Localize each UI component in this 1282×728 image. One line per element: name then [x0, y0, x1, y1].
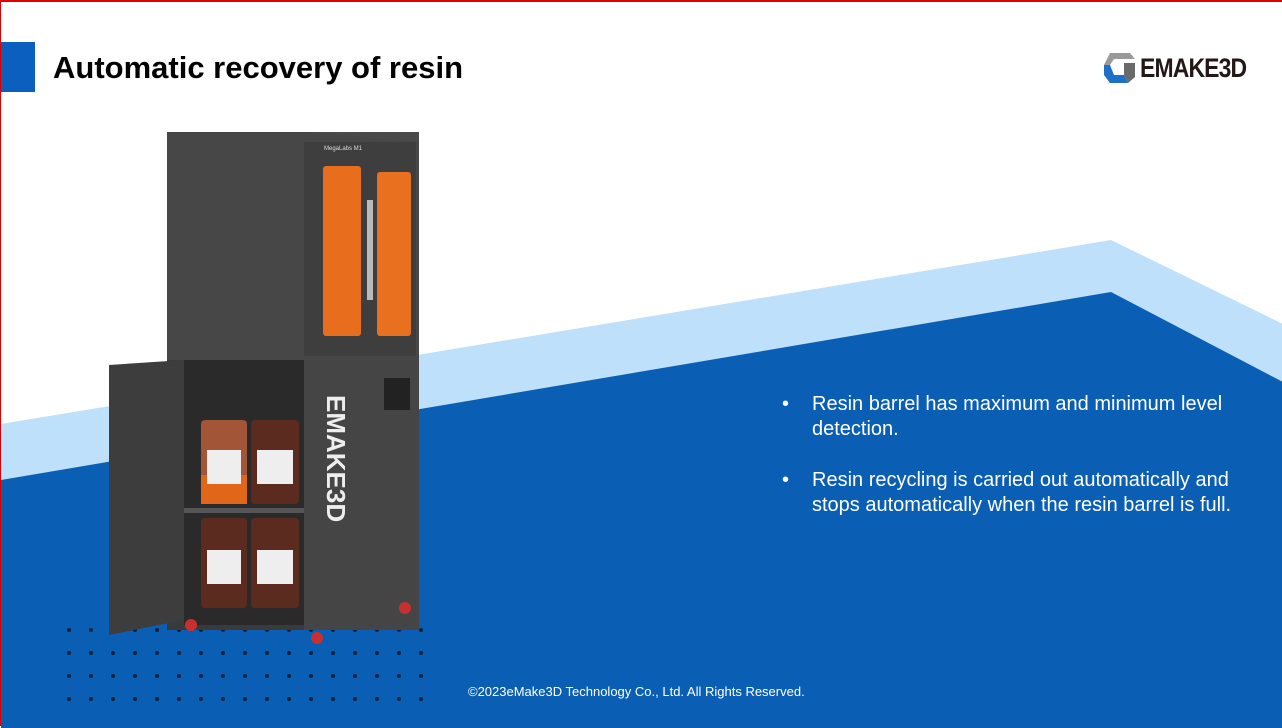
dot: [353, 697, 357, 701]
dot: [309, 697, 313, 701]
dot: [155, 651, 159, 655]
dot: [177, 674, 181, 678]
dot: [331, 674, 335, 678]
bullet-list: •Resin barrel has maximum and minimum le…: [782, 392, 1252, 544]
dot: [397, 674, 401, 678]
dot: [265, 651, 269, 655]
dot: [111, 674, 115, 678]
printer-illustration: MegaLabs M1 EMAKE3D: [109, 132, 419, 644]
dot: [67, 651, 71, 655]
bullet-item: •Resin recycling is carried out automati…: [782, 469, 1232, 516]
dot: [375, 651, 379, 655]
dot: [287, 674, 291, 678]
title-accent-bar: [1, 42, 35, 92]
dot: [177, 651, 181, 655]
dot: [419, 697, 423, 701]
dot: [375, 674, 379, 678]
dot: [89, 674, 93, 678]
copyright-footer: ©2023eMake3D Technology Co., Ltd. All Ri…: [468, 684, 805, 699]
dot: [177, 697, 181, 701]
dot: [243, 651, 247, 655]
dot: [309, 674, 313, 678]
page-title: Automatic recovery of resin: [53, 50, 464, 85]
dot: [221, 697, 225, 701]
emake3d-logo: EMAKE3D: [1102, 51, 1265, 85]
dot: [287, 697, 291, 701]
dot: [243, 674, 247, 678]
dot: [265, 697, 269, 701]
model-label: MegaLabs M1: [324, 146, 363, 152]
dot: [155, 674, 159, 678]
logo-icon: [1104, 53, 1135, 83]
dot: [111, 697, 115, 701]
dot: [155, 628, 159, 632]
dot: [397, 697, 401, 701]
bullet-item: •Resin barrel has maximum and minimum le…: [782, 393, 1223, 440]
dot: [243, 697, 247, 701]
dot: [133, 651, 137, 655]
dot: [133, 697, 137, 701]
dot: [89, 628, 93, 632]
dot: [89, 651, 93, 655]
dot: [419, 651, 423, 655]
dot: [199, 674, 203, 678]
dot: [199, 651, 203, 655]
dot: [221, 674, 225, 678]
dot: [111, 651, 115, 655]
dot: [133, 674, 137, 678]
dot: [331, 651, 335, 655]
dot: [67, 697, 71, 701]
dot: [309, 651, 313, 655]
dot: [155, 697, 159, 701]
dot: [397, 651, 401, 655]
dot: [331, 697, 335, 701]
dot: [419, 628, 423, 632]
dot: [287, 651, 291, 655]
dot: [67, 674, 71, 678]
dot: [419, 674, 423, 678]
side-brand: EMAKE3D: [321, 395, 351, 522]
dot: [199, 697, 203, 701]
dot: [67, 628, 71, 632]
dot: [353, 651, 357, 655]
dot: [353, 674, 357, 678]
dot: [89, 697, 93, 701]
dot: [375, 697, 379, 701]
dot: [221, 651, 225, 655]
dot: [265, 674, 269, 678]
